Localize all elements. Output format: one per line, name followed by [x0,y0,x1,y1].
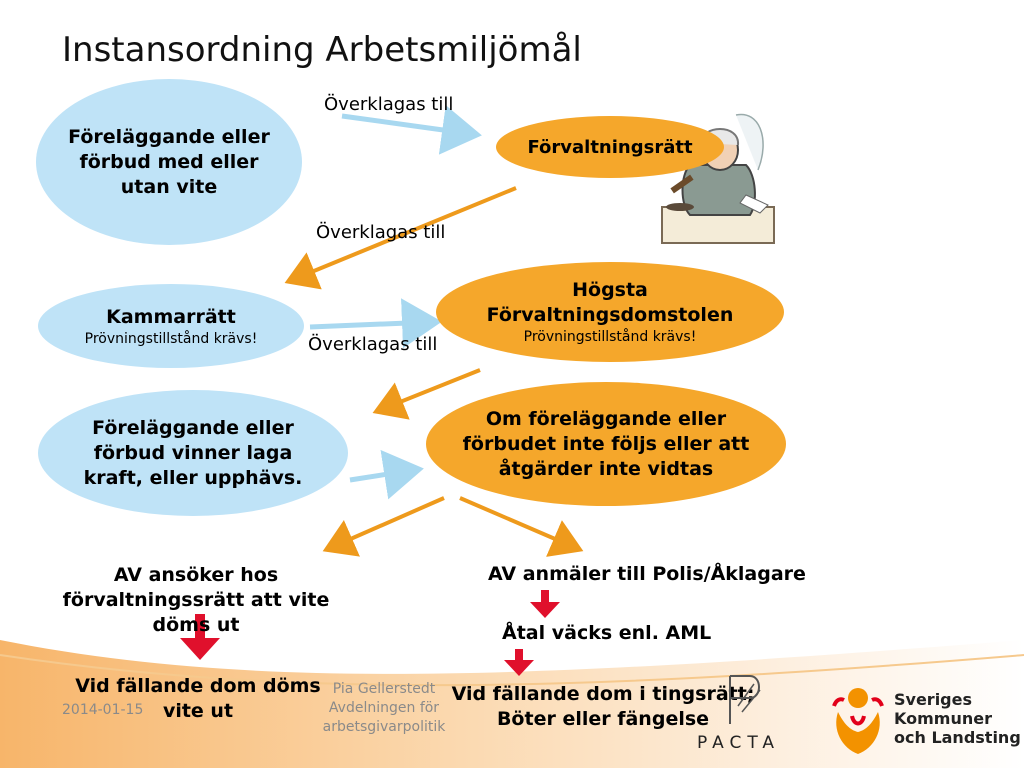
node-line: förbud med eller [79,150,259,173]
outcome-line: Böter eller fängelse [496,708,710,730]
judge-illustration [661,113,775,244]
node-om-ej-foljs: Om föreläggande eller förbudet inte följ… [426,382,786,506]
node-line: utan vite [120,175,218,198]
node-line: Om föreläggande eller [485,407,727,430]
arrow-orange-1 [284,186,517,290]
outcome-line: Vid fällande dom döms [75,675,321,697]
node-line: Förvaltningsrätt [527,136,693,158]
arrow-orange-2 [372,368,481,420]
node-line: Föreläggande eller [92,416,294,439]
node-line: Kammarrätt [106,305,236,328]
node-forvaltningsratt: Förvaltningsrätt [496,116,724,178]
skl-line: Kommuner [894,709,992,728]
skl-line: och Landsting [894,728,1021,747]
skl-logo-mark [832,688,884,754]
node-kammarratt: Kammarrätt Prövningstillstånd krävs! [38,284,304,368]
outcome-line: AV ansöker hos [113,564,279,586]
node-line: förbudet inte följs eller att [462,432,750,455]
arrow-label-2: Överklagas till [316,222,446,243]
node-line: Föreläggande eller [68,125,270,148]
outcome-line: Vid fällande dom i tingsrätt; [451,683,755,705]
node-hogsta: Högsta Förvaltningsdomstolen Prövningsti… [436,262,784,362]
page-title: Instansordning Arbetsmiljömål [62,30,582,70]
footer-line: Avdelningen för [328,700,440,716]
node-line: kraft, eller upphävs. [83,466,303,489]
skl-line: Sveriges [894,690,973,709]
footer-author: Pia Gellerstedt Avdelningen för arbetsgi… [306,680,462,737]
arrow-blue-2 [309,298,442,349]
arrow-label-1: Överklagas till [324,94,454,115]
skl-logo-text: Sveriges Kommuner och Landsting [894,690,1021,747]
outcome-line: döms ut [152,614,240,636]
arrow-orange-3 [322,496,445,557]
node-forelaggande: Föreläggande eller förbud med eller utan… [36,79,302,245]
outcome-tingsratt: Vid fällande dom i tingsrätt; Böter elle… [430,682,776,732]
outcome-vite: AV ansöker hos förvaltningssrätt att vit… [46,563,346,638]
node-sub: Prövningstillstånd krävs! [523,329,697,345]
outcome-line: vite ut [162,700,234,722]
pacta-logo-text: PACTA [697,733,781,753]
node-sub: Prövningstillstånd krävs! [84,330,258,347]
node-line: förbud vinner laga [93,441,293,464]
arrow-label-3: Överklagas till [308,334,438,355]
outcome-vite-result: Vid fällande dom döms vite ut [50,674,346,724]
red-arrow-2 [530,590,560,618]
red-arrow-1 [180,614,220,660]
outcome-atal: Åtal väcks enl. AML [502,622,712,644]
outcome-polis: AV anmäler till Polis/Åklagare [488,563,806,585]
footer-line: Pia Gellerstedt [332,681,436,697]
node-line: åtgärder inte vidtas [498,457,714,480]
arrow-blue-1 [341,105,482,155]
outcome-line: förvaltningssrätt att vite [62,589,330,611]
red-arrow-3 [504,649,534,676]
arrow-blue-3 [349,449,424,500]
pacta-logo-mark [729,675,761,724]
arrow-orange-4 [459,496,584,557]
footer-line: arbetsgivarpolitik [322,719,446,735]
node-line: Högsta [572,279,648,301]
footer-date: 2014-01-15 [62,702,144,718]
node-laga-kraft: Föreläggande eller förbud vinner laga kr… [38,390,348,516]
node-line: Förvaltningsdomstolen [486,304,734,326]
